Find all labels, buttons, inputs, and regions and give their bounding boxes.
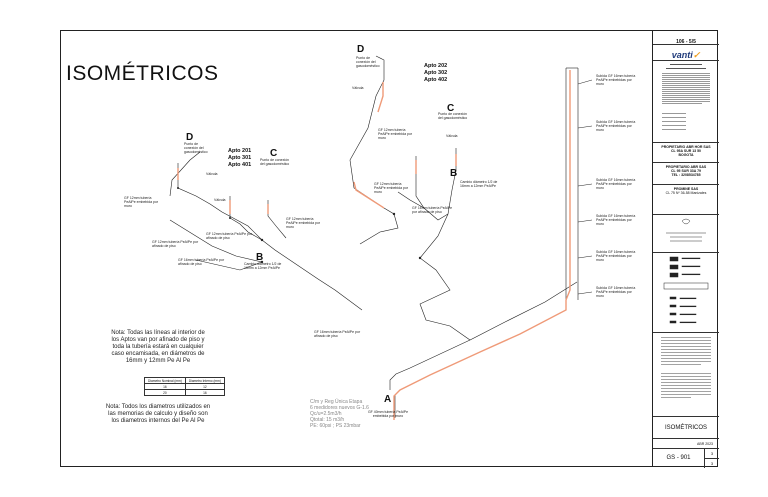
annotation-gf12-piso: GF 12mm tubería PeAlPe por afinado de pi… [152, 240, 199, 248]
drawing-sheet-border [60, 30, 718, 467]
title-block-fine-print [662, 64, 710, 130]
title-block-owner-2: PROPIETARIO ABR SAS CL 95 SUR 33A 79 TEL… [653, 162, 719, 184]
block-label-c-left: C [270, 148, 278, 159]
annotation-subida-3: Subida GF 16mm tubería PeAlPe embebidas … [596, 178, 636, 190]
annotation-punto-d-left: Punto de conexión del gasodoméstico [184, 142, 208, 154]
title-block-notes-text [661, 337, 711, 398]
apto-label: Apto 301 [228, 155, 252, 161]
annotation-subida-1: Subida GF 16mm tubería PeAlPe embebidas … [596, 74, 636, 86]
legend-symbols [663, 256, 709, 324]
pipe-a-riser [393, 70, 571, 420]
apto-label: Apto 302 [424, 70, 448, 76]
block-label-d-left: D [186, 132, 194, 143]
block-label-b-left: B [256, 252, 264, 263]
block-label-b-right: B [450, 168, 458, 179]
block-label-c-right: C [447, 103, 455, 114]
annotation-b-left: Cambio diámetro 1/2 de 16mm a 12mm PeAlP… [244, 262, 282, 270]
apto-label: Apto 201 [228, 148, 252, 154]
title-block: 106 - 5/5 vanti✓ PROPIETARIO ABR [652, 30, 719, 468]
isometric-drawing [169, 55, 593, 420]
annotation-gf12-muro-left: GF 12mm tubería PeAlPe embebida por muro [124, 196, 159, 208]
annotation-punto-c-right: Punto de conexión del gasodoméstico [438, 112, 468, 120]
title-block-logo: vanti✓ [653, 44, 719, 60]
annotation-subida-5: Subida GF 16mm tubería PeAlPe embebidas … [596, 250, 636, 262]
annotation-b-right: Cambio diámetro 1/2 de 16mm a 12mm PeAlP… [460, 180, 498, 188]
annotation-gf16-piso-bottom: GF 16mm tubería PeAlPe por afinado de pi… [314, 330, 361, 338]
diameter-table: Diametro Nominal (mm) Diametro Interno (… [144, 377, 225, 396]
title-block-sheet: GS - 901 3 3 [653, 448, 719, 468]
annotation-punto-c-left: Punto de conexión del gasodoméstico [260, 158, 290, 166]
annotation-subida-6: Subida GF 16mm tubería PeAlPe embebidas … [596, 286, 636, 298]
annotation-gf16-piso: GF 16mm tubería PeAlPe por afinado de pi… [178, 258, 225, 266]
apto-label: Apto 402 [424, 77, 448, 83]
title-block-signature-1 [653, 214, 719, 252]
sheet-index: 3 [705, 449, 719, 459]
annotation-subida-4: Subida GF 16mm tubería PeAlPe embebidas … [596, 214, 636, 226]
pipe-line-left-a [229, 196, 363, 311]
signature-stamp [666, 218, 706, 242]
title-block-legend [653, 252, 719, 332]
title-block-owner-1: PROPIETARIO ABR HOR SAS CL 95A SUR 13 50… [653, 142, 719, 162]
title-block-content: ISOMÉTRICOS [653, 416, 719, 438]
annotation-gf12-muro: GF 12mm tubería PeAlPe embebida por muro [286, 217, 321, 229]
sheet-total: 3 [710, 461, 714, 466]
apto-label: Apto 401 [228, 162, 252, 168]
note-lines: Nota: Todas las líneas al interior de lo… [111, 330, 205, 364]
annotation-gf16-piso-right: GF 16mm tubería PeAlPe por afinado de pi… [412, 206, 453, 214]
annotation-gf12-muro-right-2: GF 12mm tubería PeAlPe embebida por muro [374, 182, 409, 194]
annotation-gf12-piso-2: GF 12mm tubería PeAlPe por afinado de pi… [206, 232, 253, 240]
annotation-punto-d-right: Punto de conexión del gasodoméstico [356, 56, 380, 68]
annotation-valvula-c-right: Válvula [446, 134, 458, 138]
annotation-subida-2: Subida GF 16mm tubería PeAlPe embebidas … [596, 120, 636, 132]
title-block-date: ABR 2023 [653, 438, 719, 448]
title-block-code: 106 - 5/5 [676, 39, 696, 45]
annotation-valvula-d-left: Válvula [206, 172, 218, 176]
page-title: ISOMÉTRICOS [66, 62, 219, 85]
annotation-gf12-muro-right: GF 12mm tubería PeAlPe embebida por muro [378, 128, 413, 140]
title-block-notes [653, 332, 719, 416]
block-label-d-right: D [357, 44, 365, 55]
annotation-valvula-d-right: Válvula [352, 86, 364, 90]
annotation-valvula-c-left: Válvula [214, 198, 226, 202]
apto-label: Apto 202 [424, 63, 448, 69]
block-label-a: A [384, 394, 392, 405]
note-diameters: Nota: Todos los diametros utilizados en … [105, 404, 211, 424]
apto-group-left: Apto 201 Apto 301 Apto 401 [228, 148, 251, 169]
apto-group-right: Apto 202 Apto 302 Apto 402 [424, 63, 447, 84]
gas-supply-data: C/m y Reg Única Etapa 6 medidores nuevos… [310, 399, 369, 429]
title-block-company: PROMINE SAS CL 75 Nº 36-58 Manizales [653, 184, 719, 214]
title-block-text [653, 60, 719, 142]
sheet-number: GS - 901 [653, 449, 705, 468]
annotation-a-main: GF 40mm tubería PeAlPe embebida por muro [367, 410, 409, 418]
